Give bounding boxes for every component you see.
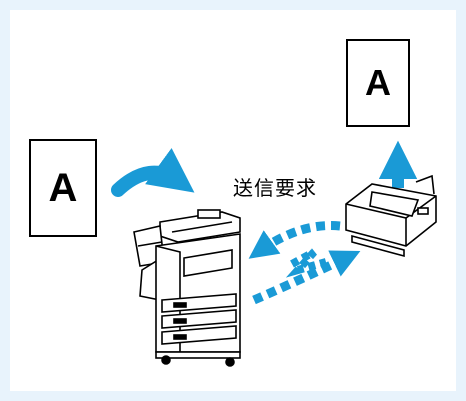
received-document-icon: A <box>346 39 410 127</box>
send-dashed-arrow-icon <box>252 250 361 305</box>
request-send-label: 送信要求 <box>233 176 317 200</box>
zigzag-dashed-arrow-icon <box>285 248 328 278</box>
original-document-icon: A <box>29 139 97 237</box>
received-document-letter: A <box>365 62 391 103</box>
original-document-letter: A <box>49 166 78 210</box>
multifunction-printer-icon <box>133 209 241 367</box>
request-dashed-arrow-icon <box>248 221 341 259</box>
fax-machine-icon <box>345 174 437 258</box>
curved-arrow-icon <box>111 148 195 197</box>
